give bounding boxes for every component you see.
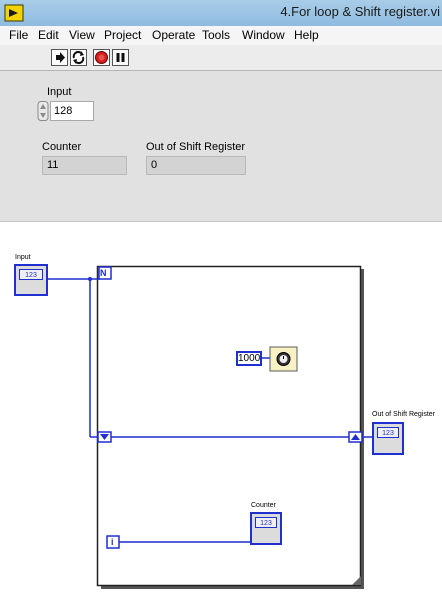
run-arrow-icon [54, 52, 65, 63]
window-title: 4.For loop & Shift register.vi [280, 4, 440, 19]
menu-window[interactable]: Window [242, 28, 285, 42]
counter-label: Counter [42, 141, 82, 153]
front-panel: Input 128 Counter 11 Out of Shift Regist… [0, 71, 442, 222]
menu-operate[interactable]: Operate [152, 28, 196, 42]
out-shift-register-label: Out of Shift Register [146, 141, 246, 153]
menu-project[interactable]: Project [104, 28, 142, 42]
input-terminal-type: 123 [19, 269, 43, 280]
input-numeric-control[interactable]: 128 [50, 101, 94, 121]
menu-view[interactable]: View [69, 28, 95, 42]
abort-icon [95, 51, 108, 64]
bd-counter-label: Counter [251, 502, 276, 509]
increment-decrement-icon[interactable] [37, 101, 49, 121]
run-button[interactable] [51, 49, 68, 66]
pause-icon [116, 53, 125, 62]
menu-help[interactable]: Help [294, 28, 319, 42]
out-shift-register-terminal[interactable]: 123 [372, 422, 404, 455]
counter-indicator: 11 [42, 156, 127, 175]
loop-count-letter: N [100, 268, 107, 278]
counter-terminal-type: 123 [255, 517, 277, 528]
out-shift-register-terminal-type: 123 [377, 427, 399, 438]
out-shift-register-indicator: 0 [146, 156, 246, 175]
input-terminal[interactable]: 123 [14, 264, 48, 296]
bd-out-shift-register-label: Out of Shift Register [372, 411, 436, 418]
menu-tools[interactable]: Tools [202, 28, 231, 42]
loop-count-terminal [98, 266, 112, 280]
abort-button[interactable] [93, 49, 110, 66]
run-continuously-button[interactable] [70, 49, 87, 66]
block-diagram: N i Input 123 1000 Counter 123 Out of Sh… [0, 222, 442, 600]
labview-vi-icon [4, 4, 24, 22]
window-titlebar[interactable]: 4.For loop & Shift register.vi [0, 0, 442, 26]
pause-button[interactable] [112, 49, 129, 66]
input-label: Input [47, 86, 72, 98]
menu-bar: File Edit View Project Operate Tools Win… [0, 26, 442, 45]
for-loop-structure [96, 265, 362, 587]
bd-input-label: Input [15, 254, 31, 261]
menu-edit[interactable]: Edit [38, 28, 59, 42]
block-diagram-canvas [48, 265, 372, 589]
iteration-terminal [106, 535, 120, 549]
counter-terminal[interactable]: 123 [250, 512, 282, 545]
iteration-letter: i [111, 537, 114, 547]
toolbar [0, 45, 442, 71]
menu-file[interactable]: File [9, 28, 29, 42]
wait-ms-constant[interactable]: 1000 [236, 351, 262, 366]
run-continuously-icon [72, 50, 85, 65]
